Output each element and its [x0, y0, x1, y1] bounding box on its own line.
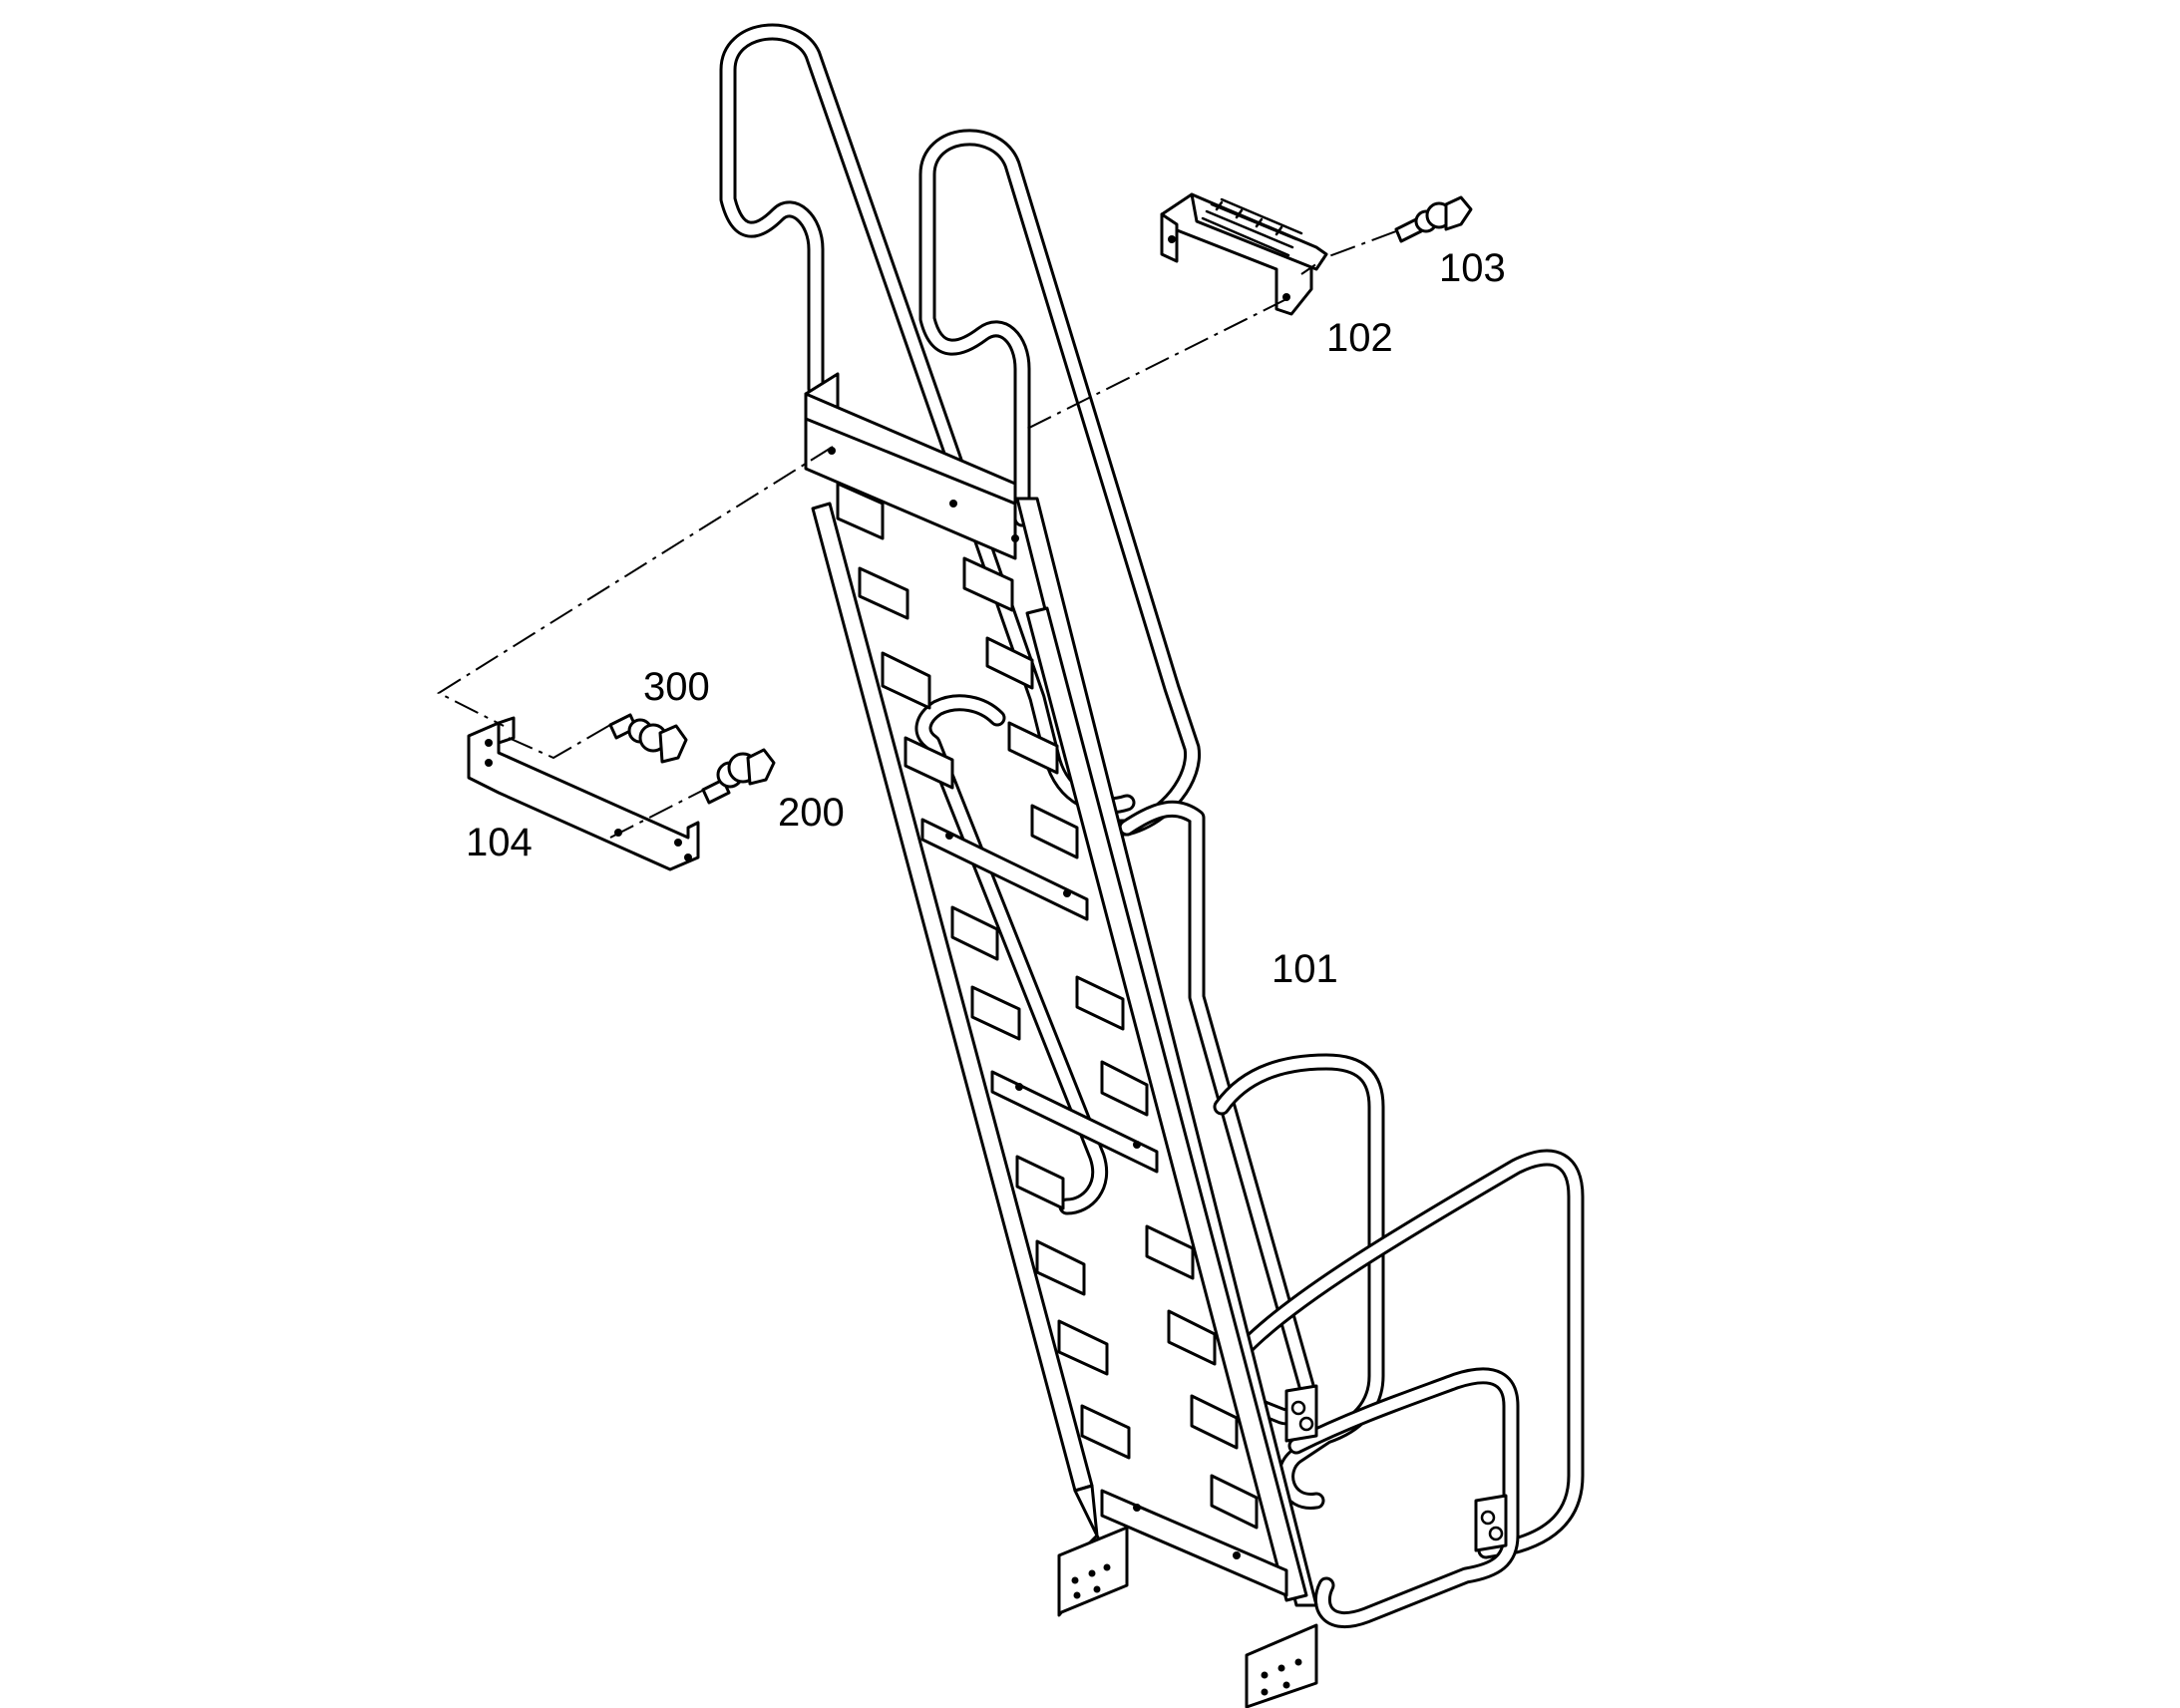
callout-101: 101 — [1272, 947, 1338, 991]
step-plate — [1160, 192, 1328, 316]
callout-102: 102 — [1326, 316, 1393, 360]
bolt-200 — [701, 748, 776, 805]
step-tabs-left — [836, 482, 1131, 1460]
callout-104: 104 — [466, 821, 533, 864]
lower-side-loop — [1213, 1053, 1385, 1510]
step-bolt — [1394, 195, 1473, 243]
clamp-block-middle — [1284, 1384, 1318, 1443]
crossbar-2 — [990, 1070, 1159, 1174]
step-tabs-right — [962, 556, 1259, 1530]
bottom-side-loop — [1287, 1367, 1520, 1629]
bolt-300 — [608, 713, 688, 764]
bottom-crossbar-plate — [1100, 1489, 1288, 1597]
left-handrail — [719, 23, 1136, 815]
assembly-centerlines — [436, 230, 1397, 839]
right-handrail — [918, 129, 1202, 837]
left-foot-plate — [1057, 1526, 1129, 1615]
right-foot-plate — [1245, 1623, 1318, 1708]
crossbar-1 — [920, 818, 1089, 921]
callout-300: 300 — [643, 665, 710, 709]
callout-labels: 101 102 103 104 200 300 — [466, 246, 1506, 991]
mounting-bracket — [467, 716, 700, 871]
callout-200: 200 — [778, 791, 845, 835]
outer-side-loop — [1238, 1149, 1585, 1559]
right-stringer — [1015, 497, 1318, 1607]
top-crossbar-plate — [804, 372, 1019, 560]
clamp-block-outer — [1474, 1494, 1508, 1552]
inner-rail — [914, 694, 1109, 1215]
callout-103: 103 — [1439, 246, 1506, 290]
ladder-frame — [719, 23, 1585, 1708]
